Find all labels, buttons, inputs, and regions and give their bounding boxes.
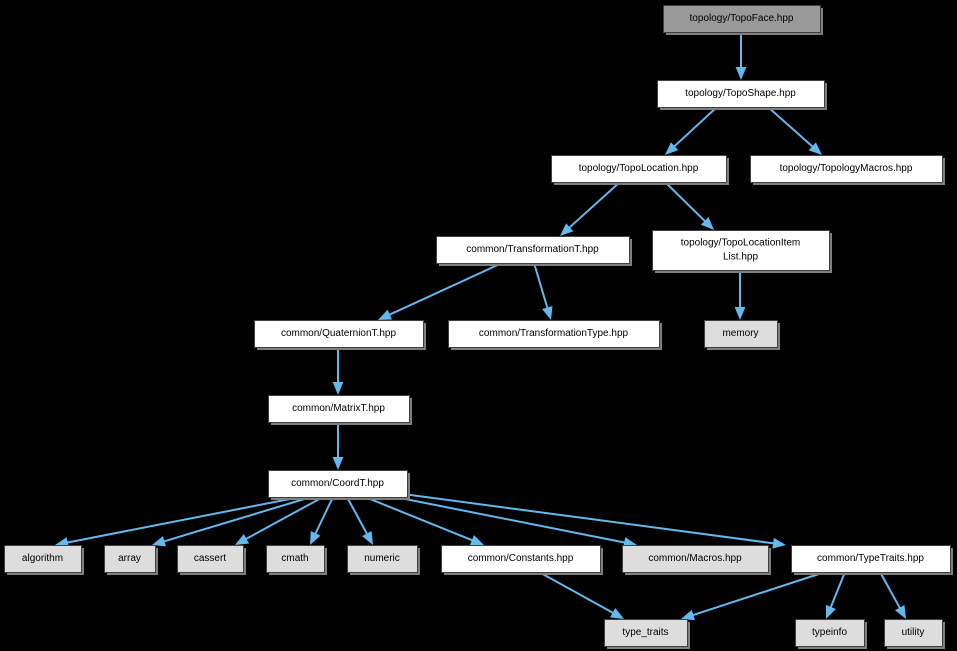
- edge-toposhape-to-topologymacros: [767, 106, 822, 155]
- edges-layer: [55, 32, 906, 621]
- node-topolocation[interactable]: topology/TopoLocation.hpp: [551, 155, 730, 186]
- node-topoface[interactable]: topology/TopoFace.hpp: [663, 5, 824, 36]
- node-label: common/Constants.hpp: [468, 553, 574, 564]
- node-label: type_traits: [622, 627, 668, 638]
- node-typeinfo[interactable]: typeinfo: [795, 619, 868, 650]
- node-label: common/TypeTraits.hpp: [817, 553, 924, 564]
- node-label: common/QuaternionT.hpp: [281, 328, 397, 339]
- node-macros[interactable]: common/Macros.hpp: [622, 545, 772, 576]
- edge-constants-to-type_traits: [538, 571, 624, 619]
- node-type_traits[interactable]: type_traits: [604, 619, 691, 650]
- node-label: topology/TopologyMacros.hpp: [780, 163, 913, 174]
- node-label: topology/TopoFace.hpp: [690, 13, 794, 24]
- edge-topoface-to-toposhape: [735, 32, 747, 80]
- edge-coordt-to-cassert: [235, 496, 324, 545]
- node-label: common/MatrixT.hpp: [292, 403, 385, 414]
- node-label: topology/TopoLocation.hpp: [579, 163, 699, 174]
- node-utility[interactable]: utility: [884, 619, 946, 650]
- node-transformationtype[interactable]: common/TransformationType.hpp: [448, 320, 663, 351]
- edge-transformationt-to-transformationtype: [533, 262, 553, 320]
- edge-coordt-to-macros: [394, 496, 637, 548]
- node-label: typeinfo: [812, 627, 847, 638]
- node-label: numeric: [364, 553, 400, 564]
- node-cmath[interactable]: cmath: [266, 545, 328, 576]
- node-label: memory: [722, 328, 758, 339]
- node-toposhape[interactable]: topology/TopoShape.hpp: [657, 80, 828, 111]
- edge-typetraits-to-type_traits: [681, 571, 826, 621]
- edge-typetraits-to-utility: [879, 571, 906, 619]
- edge-coordt-to-numeric: [346, 496, 373, 545]
- node-label: algorithm: [22, 553, 63, 564]
- node-label: List.hpp: [723, 252, 758, 263]
- node-label: common/TransformationType.hpp: [479, 328, 629, 339]
- node-quaterniont[interactable]: common/QuaternionT.hpp: [254, 320, 427, 351]
- node-cassert[interactable]: cassert: [177, 545, 247, 576]
- edge-toposhape-to-topolocation: [665, 106, 718, 155]
- edge-matrixt-to-coordt: [332, 422, 344, 470]
- node-topologymacros[interactable]: topology/TopologyMacros.hpp: [750, 155, 946, 186]
- node-label: common/TransformationT.hpp: [466, 244, 599, 255]
- node-label: common/CoordT.hpp: [291, 478, 384, 489]
- edge-coordt-to-constants: [364, 496, 484, 546]
- node-label: cmath: [281, 553, 308, 564]
- node-label: cassert: [194, 553, 226, 564]
- node-array[interactable]: array: [104, 545, 159, 576]
- node-coordt[interactable]: common/CoordT.hpp: [268, 470, 411, 501]
- node-label: array: [118, 553, 141, 564]
- nodes-layer: topology/TopoFace.hpp topology/TopoShape.…: [4, 5, 954, 650]
- node-label: topology/TopoLocationItem: [681, 238, 801, 249]
- node-memory[interactable]: memory: [704, 320, 781, 351]
- node-constants[interactable]: common/Constants.hpp: [441, 545, 604, 576]
- edge-coordt-to-array: [152, 496, 312, 547]
- edge-coordt-to-algorithm: [55, 496, 301, 548]
- node-label: common/Macros.hpp: [648, 553, 742, 564]
- edge-topolocation-to-transformationt: [560, 181, 621, 236]
- edge-transformationt-to-quaterniont: [378, 262, 503, 320]
- edge-topolocationitemlist-to-memory: [734, 270, 746, 320]
- node-transformationt[interactable]: common/TransformationT.hpp: [436, 236, 633, 267]
- node-numeric[interactable]: numeric: [347, 545, 421, 576]
- node-matrixt[interactable]: common/MatrixT.hpp: [268, 395, 413, 426]
- edge-coordt-to-cmath: [310, 496, 334, 545]
- edge-topolocation-to-topolocationitemlist: [664, 181, 714, 230]
- edge-typetraits-to-typeinfo: [825, 571, 846, 619]
- edge-quaterniont-to-matrixt: [332, 347, 344, 395]
- node-label: topology/TopoShape.hpp: [685, 88, 796, 99]
- node-algorithm[interactable]: algorithm: [4, 545, 85, 576]
- node-label: utility: [902, 627, 925, 638]
- node-typetraits[interactable]: common/TypeTraits.hpp: [791, 545, 954, 576]
- edge-coordt-to-typetraits: [402, 493, 786, 549]
